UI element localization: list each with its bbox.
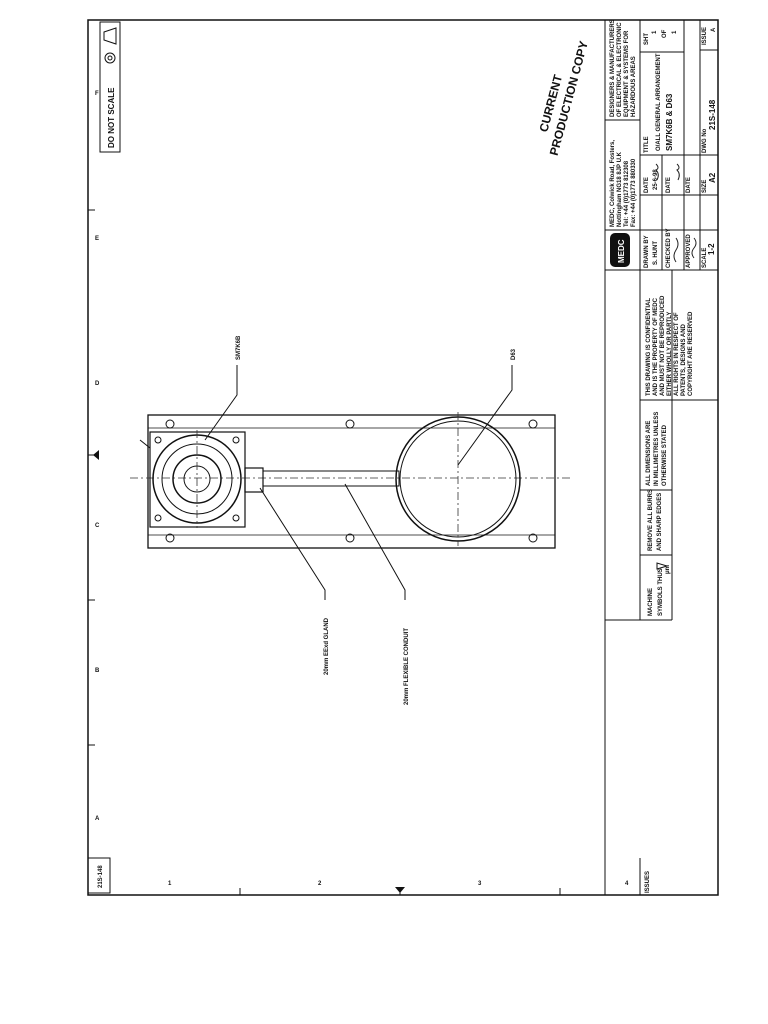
svg-text:Tel: +44 (0)1773 812308: Tel: +44 (0)1773 812308 xyxy=(624,160,630,227)
callout-disc: D63 xyxy=(511,348,517,360)
svg-text:SM7K6B & D63: SM7K6B & D63 xyxy=(665,93,674,151)
svg-text:SHT: SHT xyxy=(644,33,650,45)
svg-text:MACHINE: MACHINE xyxy=(648,588,654,616)
svg-text:ALL RIGHTS IN RESPECT OF: ALL RIGHTS IN RESPECT OF xyxy=(674,312,680,396)
zone-number: 2 xyxy=(318,881,322,887)
svg-text:DATE: DATE xyxy=(666,177,672,193)
svg-text:Fax: +44 (0)1773 880330: Fax: +44 (0)1773 880330 xyxy=(631,158,637,227)
svg-text:THIS DRAWING IS CONFIDENTIAL: THIS DRAWING IS CONFIDENTIAL xyxy=(646,298,652,396)
base-plate xyxy=(147,414,556,549)
projection-symbol-icon xyxy=(103,27,117,64)
motor-sm7k6b xyxy=(139,430,246,528)
svg-text:IN MILLIMETRES UNLESS: IN MILLIMETRES UNLESS xyxy=(654,412,660,486)
zone-letter: B xyxy=(95,668,100,674)
svg-text:μm: μm xyxy=(665,565,671,574)
svg-text:S. HUNT: S. HUNT xyxy=(653,241,659,265)
svg-text:DATE: DATE xyxy=(686,177,692,193)
svg-text:ALL DIMENSIONS ARE: ALL DIMENSIONS ARE xyxy=(646,421,652,486)
svg-text:CHECKED BY: CHECKED BY xyxy=(666,228,672,268)
svg-text:ISSUE: ISSUE xyxy=(702,27,708,45)
zone-ticks xyxy=(88,209,561,895)
flexible-conduit xyxy=(262,470,400,487)
callout-conduit: 20mm FLEXIBLE CONDUIT xyxy=(404,628,410,705)
svg-text:DWG No: DWG No xyxy=(702,128,708,153)
production-stamp: CURRENT PRODUCTION COPY xyxy=(536,39,590,157)
do-not-scale-label: DO NOT SCALE xyxy=(107,87,116,148)
svg-text:COPYRIGHT ARE RESERVED: COPYRIGHT ARE RESERVED xyxy=(688,311,694,396)
svg-text:APPROVED: APPROVED xyxy=(686,234,692,268)
svg-text:AND IS THE PROPERTY OF MEDC: AND IS THE PROPERTY OF MEDC xyxy=(653,297,659,396)
svg-text:EITHER WHOLLY OR PARTLY: EITHER WHOLLY OR PARTLY xyxy=(667,312,673,396)
svg-text:OF: OF xyxy=(662,29,668,38)
zone-letter: E xyxy=(95,236,99,242)
machining-symbol-icon xyxy=(656,562,669,570)
signatures xyxy=(655,163,697,263)
svg-text:OTHERWISE STATED: OTHERWISE STATED xyxy=(662,424,668,486)
svg-text:HAZARDOUS AREAS: HAZARDOUS AREAS xyxy=(631,56,637,117)
svg-text:TITLE: TITLE xyxy=(644,136,650,153)
medc-logo-text: MEDC xyxy=(617,239,626,263)
svg-text:A2: A2 xyxy=(708,172,717,183)
svg-text:PATENTS, DESIGNS AND: PATENTS, DESIGNS AND xyxy=(681,323,687,396)
callout-leaders xyxy=(204,365,513,600)
machine-note: MACHINE SYMBOLS THUS μm xyxy=(648,562,671,616)
zone-letter: A xyxy=(95,816,100,822)
zone-number: 4 xyxy=(625,881,629,887)
confidential-notice: THIS DRAWING IS CONFIDENTIAL AND IS THE … xyxy=(646,295,694,396)
disc-d63 xyxy=(395,412,521,546)
svg-text:1: 1 xyxy=(672,30,678,34)
title-block xyxy=(605,20,718,621)
drawing-number-tab xyxy=(87,857,111,894)
burrs-note: REMOVE ALL BURRS AND SHARP EDGES xyxy=(648,489,663,551)
svg-text:REMOVE ALL BURRS: REMOVE ALL BURRS xyxy=(648,489,654,551)
svg-text:DATE: DATE xyxy=(644,177,650,193)
svg-text:A: A xyxy=(711,27,717,32)
svg-text:OF ELECTRICAL & ELECTRONIC: OF ELECTRICAL & ELECTRONIC xyxy=(617,22,623,117)
svg-text:25-6-98: 25-6-98 xyxy=(653,169,659,190)
svg-text:O/ALL GENERAL ARRANGEMENT: O/ALL GENERAL ARRANGEMENT xyxy=(656,53,662,151)
svg-text:SIZE: SIZE xyxy=(702,180,708,193)
zone-letter: F xyxy=(95,91,99,97)
do-not-scale-box xyxy=(99,21,121,153)
issues-label: ISSUES xyxy=(645,871,651,893)
svg-text:DRAWN BY: DRAWN BY xyxy=(644,235,650,268)
medc-logo xyxy=(610,233,630,267)
callout-motor: SM7K6B xyxy=(236,335,242,360)
address: MEDC, Colwick Road, Fosters, Nottingham … xyxy=(610,140,637,227)
title-block-fields: DRAWN BY S. HUNT DATE 25-6-98 CHECKED BY… xyxy=(644,27,717,268)
assembly-drawing xyxy=(130,412,570,549)
svg-text:EQUIPMENT & SYSTEMS FOR: EQUIPMENT & SYSTEMS FOR xyxy=(624,30,630,117)
callout-gland: 20mm EExd GLAND xyxy=(324,617,330,675)
svg-text:AND MUST NOT BE REPRODUCED: AND MUST NOT BE REPRODUCED xyxy=(660,295,666,396)
svg-text:DESIGNERS & MANUFACTURERS: DESIGNERS & MANUFACTURERS xyxy=(610,19,616,117)
zone-number: 1 xyxy=(168,881,172,887)
zone-letter: C xyxy=(95,523,100,529)
zone-number: 3 xyxy=(478,881,482,887)
svg-text:SYMBOLS THUS: SYMBOLS THUS xyxy=(658,568,664,616)
svg-text:AND SHARP EDGES: AND SHARP EDGES xyxy=(657,493,663,551)
svg-text:21S-148: 21S-148 xyxy=(708,99,717,130)
svg-text:1-2: 1-2 xyxy=(707,243,716,255)
svg-text:MEDC, Colwick Road, Fosters,: MEDC, Colwick Road, Fosters, xyxy=(610,140,616,227)
title-block-strip xyxy=(604,19,719,896)
svg-text:SCALE: SCALE xyxy=(702,248,708,268)
dimensions-note: ALL DIMENSIONS ARE IN MILLIMETRES UNLESS… xyxy=(646,412,668,486)
svg-text:Nottingham NG18 8JP U.K: Nottingham NG18 8JP U.K xyxy=(617,151,623,227)
drawing-border xyxy=(87,19,719,896)
svg-text:1: 1 xyxy=(652,30,658,34)
drawing-number-tab-label: 21S-148 xyxy=(98,865,104,888)
centre-mark xyxy=(395,887,405,893)
centre-mark xyxy=(93,450,99,460)
mounting-holes xyxy=(165,419,538,543)
zone-letter: D xyxy=(95,381,100,387)
company-tagline: DESIGNERS & MANUFACTURERS OF ELECTRICAL … xyxy=(610,19,637,117)
